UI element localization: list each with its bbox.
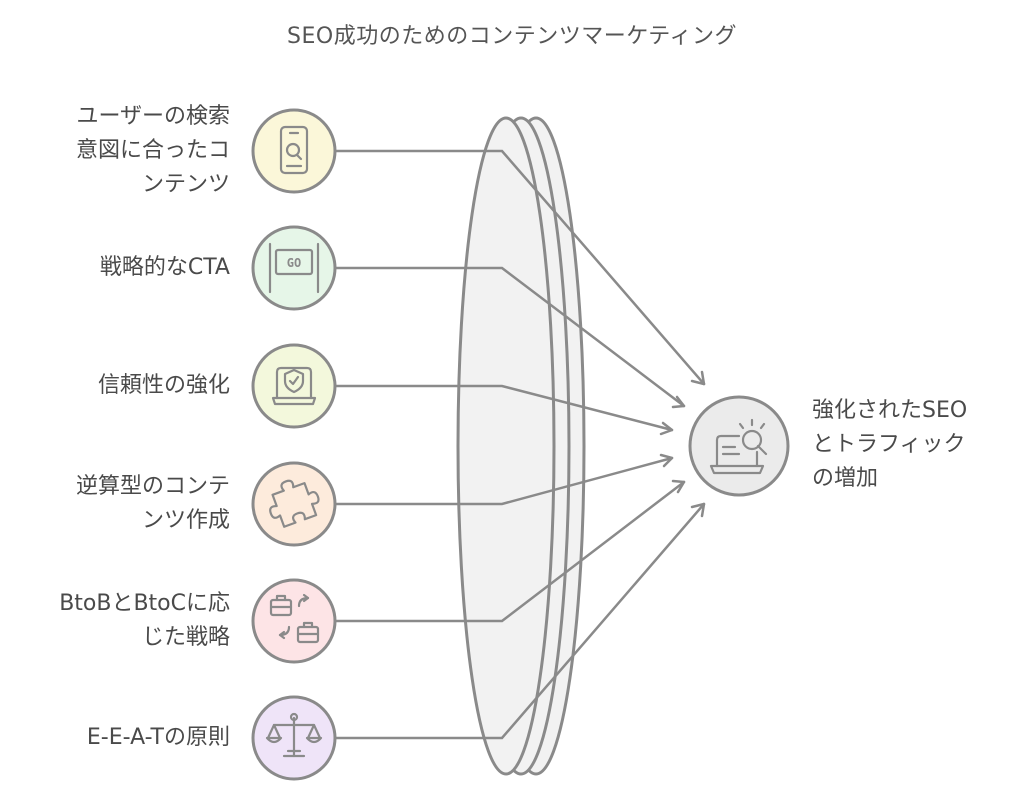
arrowhead-3 xyxy=(659,421,674,436)
arrowhead-1 xyxy=(690,370,706,386)
input-circle-2 xyxy=(251,225,337,311)
input-label-4: 逆算型のコンテ ンツ作成 xyxy=(75,474,230,533)
arrowhead-2 xyxy=(671,395,686,409)
diagram-title: SEO成功のためのコンテンツマーケティング xyxy=(287,24,737,49)
input-circle-1 xyxy=(251,108,337,194)
go-sign-text: GO xyxy=(287,256,301,270)
input-label-5: BtoBとBtoCに応 じた戦略 xyxy=(59,591,230,650)
smartphone-search-icon xyxy=(279,125,309,175)
connector-3 xyxy=(334,384,674,432)
arrowhead-6 xyxy=(690,502,706,518)
output-circle xyxy=(688,395,790,497)
arrowhead-5 xyxy=(671,479,686,494)
connector-2 xyxy=(334,266,686,408)
input-label-6: E-E-A-Tの原則 xyxy=(86,725,230,750)
input-circle-4 xyxy=(251,461,337,547)
go-sign-icon: GO xyxy=(268,242,320,294)
arrowhead-4 xyxy=(659,453,674,468)
puzzle-piece-icon xyxy=(269,479,320,528)
balance-scale-icon xyxy=(265,712,323,758)
input-label-3: 信頼性の強化 xyxy=(97,373,230,398)
arrowheads xyxy=(659,370,706,518)
laptop-shield-icon xyxy=(271,366,317,406)
input-label-2: 戦略的なCTA xyxy=(99,255,230,280)
connector-4 xyxy=(334,456,674,506)
lens xyxy=(456,116,586,776)
lens-front xyxy=(456,116,556,776)
input-circle-5 xyxy=(251,578,337,664)
connectors xyxy=(334,149,706,740)
connector-5 xyxy=(334,480,686,623)
output-label: 強化されたSEO とトラフィック の増加 xyxy=(812,398,968,491)
input-circle-3 xyxy=(251,343,337,429)
connector-6 xyxy=(334,502,706,740)
laptop-search-icon xyxy=(709,418,768,475)
briefcase-exchange-icon xyxy=(269,593,320,644)
input-label-1: ユーザーの検索 意図に合ったコ ンテンツ xyxy=(75,104,230,197)
connector-1 xyxy=(334,149,706,386)
